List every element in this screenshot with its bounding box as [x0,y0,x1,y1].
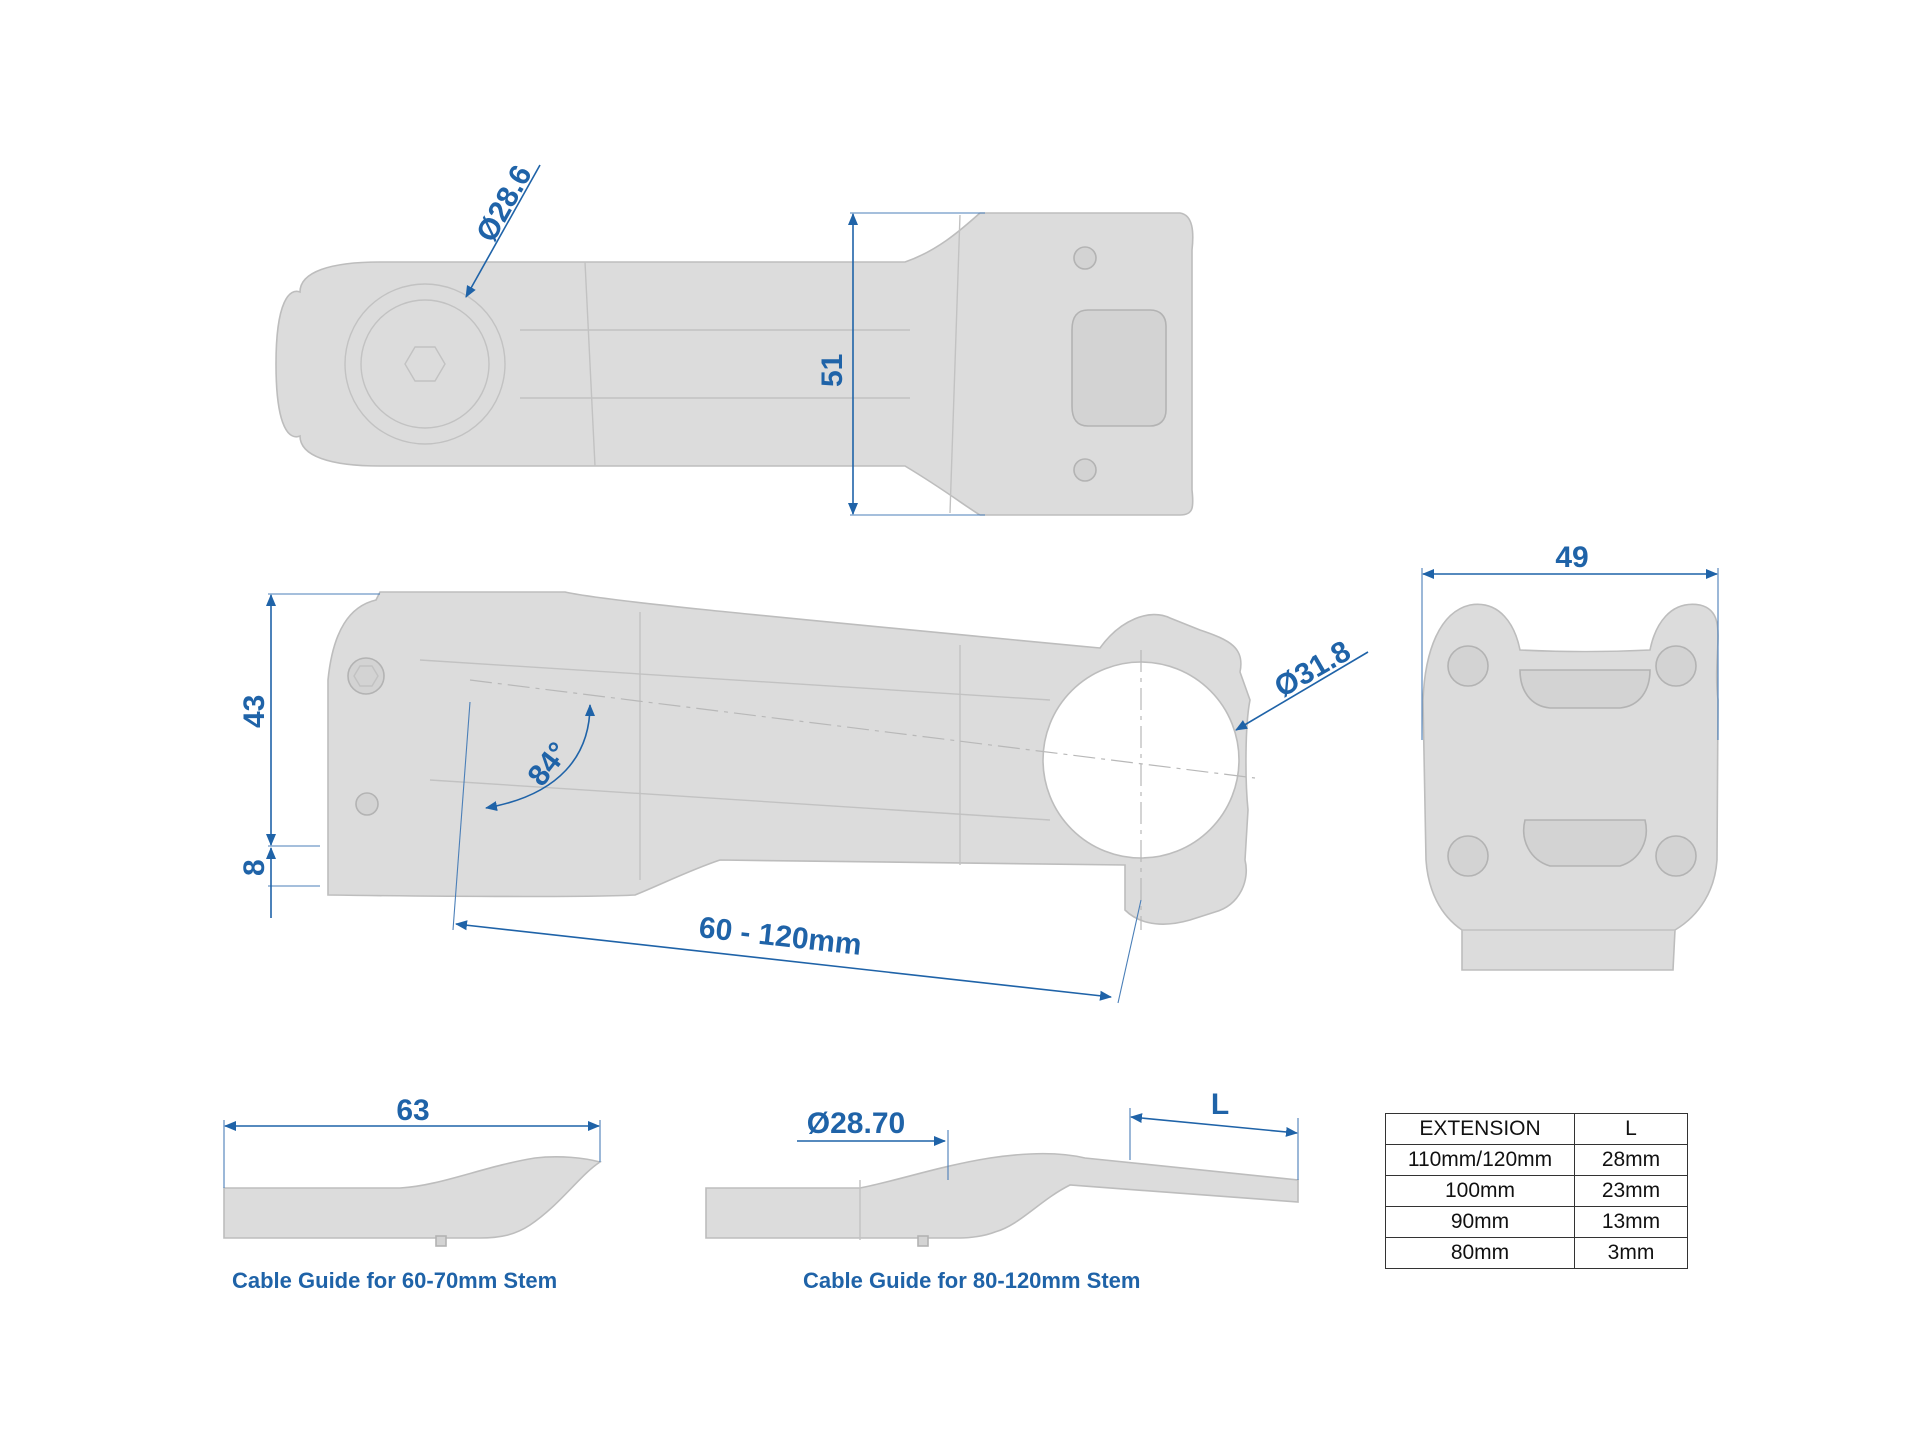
top-bolt-lower [1073,458,1097,482]
side-view: 43 8 84° Ø31.8 60 - 120mm [238,591,1369,1004]
side-lower-height-label: 8 [238,859,271,876]
bar-clamp-leader [1235,651,1369,731]
table-cell-l: 28mm [1574,1144,1688,1176]
cable-guide-long-body [705,1152,1299,1239]
table-header-row: EXTENSION L [1385,1113,1688,1145]
top-bolt-upper [1073,246,1097,270]
cable-guide-short: 63 [223,1094,602,1247]
side-height-label: 43 [238,695,271,728]
table-cell-extension: 100mm [1385,1175,1575,1207]
front-bolt-bottom-left [1447,835,1489,877]
cable-guide-short-caption: Cable Guide for 60-70mm Stem [232,1268,558,1293]
table-row: 80mm 3mm [1385,1237,1688,1269]
hex-bolt-icon [404,346,446,382]
top-clamp-leader [465,164,541,298]
table-row: 90mm 13mm [1385,1206,1688,1238]
top-view-bar-window [1071,309,1167,427]
front-bolt-bottom-right [1655,835,1697,877]
short-length-label: 63 [396,1094,429,1127]
front-view-lower-window [1523,819,1647,867]
front-bolt-top-right [1655,645,1697,687]
front-bolt-top-left [1447,645,1489,687]
hex-bolt-icon [353,665,379,687]
table-row: 100mm 23mm [1385,1175,1688,1207]
table-cell-l: 3mm [1574,1237,1688,1269]
extension-witness-line [1117,899,1142,1004]
cable-guide-long-caption: Cable Guide for 80-120mm Stem [803,1268,1141,1293]
table-header-l: L [1574,1113,1688,1145]
front-view: 49 [1421,541,1719,971]
table-cell-l: 23mm [1574,1175,1688,1207]
cable-guide-long: Ø28.70 L [705,1088,1299,1247]
long-length-dimension-line [1130,1113,1298,1137]
table-cell-extension: 90mm [1385,1206,1575,1238]
cable-guide-short-tab [435,1235,447,1247]
side-view-stem-body [327,591,1251,925]
side-view-body-line [419,659,1051,701]
top-clamp-diameter-label: Ø28.6 [470,160,538,247]
top-view-steerer-cap [344,283,506,445]
top-view-stem-body [275,212,1194,516]
table-header-extension: EXTENSION [1385,1113,1575,1145]
bar-clamp-diameter-label: Ø31.8 [1269,635,1356,704]
table-row: 110mm/120mm 28mm [1385,1144,1688,1176]
table-cell-extension: 80mm [1385,1237,1575,1269]
long-diameter-label: Ø28.70 [807,1107,905,1140]
table-cell-extension: 110mm/120mm [1385,1144,1575,1176]
table-cell-l: 13mm [1574,1206,1688,1238]
front-width-label: 49 [1555,541,1588,574]
top-width-label: 51 [816,354,849,387]
angle-arc [485,704,595,812]
cable-guide-long-tab [917,1235,929,1247]
top-view: Ø28.6 51 [275,160,1194,516]
cable-guide-short-body [223,1156,602,1239]
front-view-upper-window [1519,669,1651,709]
top-view-body-line [949,214,961,514]
extension-table: EXTENSION L 110mm/120mm 28mm 100mm 23mm … [1385,1113,1688,1269]
angle-reference-line [452,701,471,931]
side-view-steerer-bolt [347,657,385,695]
top-view-steerer-inner [360,299,490,429]
side-view-small-hole [355,792,379,816]
extension-dimension-line [455,920,1112,1001]
top-view-body-line [584,261,596,467]
side-view-centerline [469,679,1256,779]
long-length-label: L [1211,1088,1229,1121]
